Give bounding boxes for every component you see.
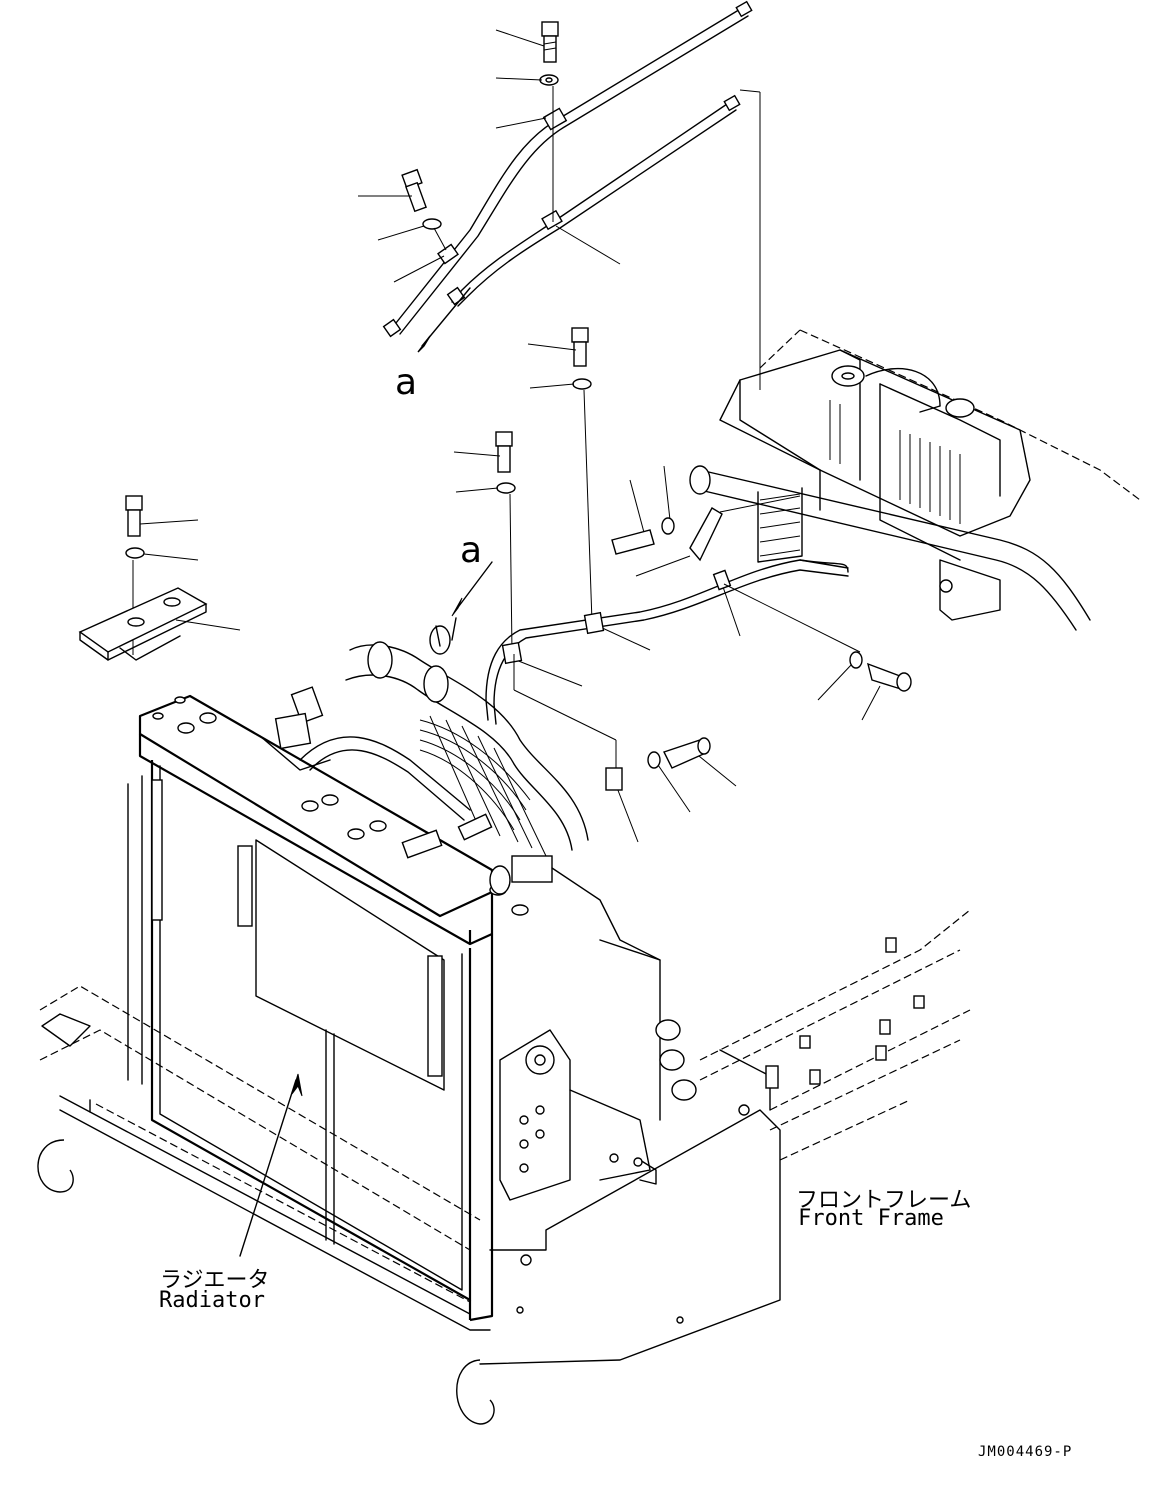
middle-pipe-assembly — [451, 495, 912, 791]
front-frame — [479, 909, 971, 1365]
upper-pipe-assembly — [382, 0, 753, 353]
radiator-label-en: Radiator — [159, 1288, 265, 1313]
bracket-plate — [78, 587, 208, 661]
side-bracket — [499, 939, 697, 1201]
leader-lines — [139, 29, 881, 843]
top-bolt-set — [125, 21, 593, 655]
front-frame-label-jp: フロントフレーム — [796, 1188, 972, 1213]
radiator-hoses — [259, 617, 661, 961]
connection-label-a-top: a — [395, 362, 418, 403]
front-frame-label-en: Front Frame — [798, 1206, 944, 1231]
connection-label-a-mid: a — [460, 530, 483, 571]
label-leaders — [239, 1073, 303, 1257]
radiator-label-jp: ラジエータ — [160, 1268, 270, 1293]
drawing-code: JM004469-P — [978, 1444, 1073, 1460]
engine-block — [689, 329, 1141, 631]
radiator-unit — [37, 694, 529, 1425]
